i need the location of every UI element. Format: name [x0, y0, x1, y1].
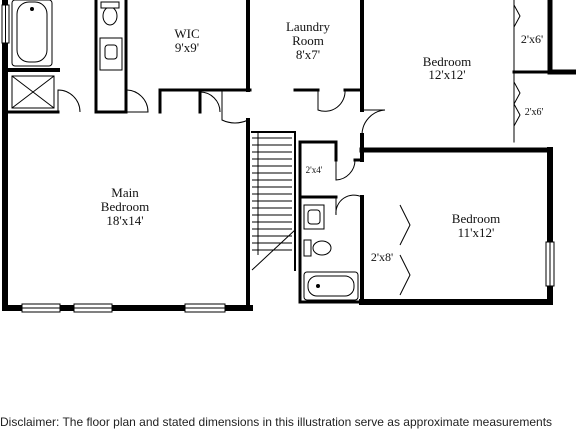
toilet-main: [100, 1, 120, 26]
disclaimer-text: Disclaimer: The floor plan and stated di…: [0, 415, 553, 429]
walls: [2, 0, 576, 311]
closet-ne-a-size: 2'x6': [521, 32, 543, 46]
stairs: [251, 132, 296, 271]
closet-ne-b-size: 2'x6': [525, 107, 544, 118]
laundry-size: 8'x7': [296, 47, 320, 62]
toilet-hall: [303, 239, 332, 257]
laundry-name-line1: Laundry: [286, 19, 331, 34]
hall-closet-size: 2'x4': [306, 165, 323, 175]
main-bedroom-size: 18'x14': [106, 213, 143, 228]
wic-name: WIC: [174, 26, 199, 41]
shower-main: [11, 75, 55, 109]
bedroom-se-size: 11'x12': [458, 225, 495, 240]
main-bedroom-name-line1: Main: [111, 185, 139, 200]
windows: [1, 4, 555, 313]
bathtub-main: [11, 0, 53, 67]
bathtub-hall: [303, 271, 359, 301]
se-closet-size: 2'x8': [371, 250, 393, 264]
main-bedroom-name-line2: Bedroom: [101, 199, 149, 214]
bedroom-se-name: Bedroom: [452, 211, 500, 226]
floor-plan: WIC 9'x9' Laundry Room 8'x7' Bedroom 12'…: [1, 0, 576, 313]
doors: [57, 4, 521, 296]
bedroom-ne-size: 12'x12': [428, 67, 465, 82]
wic-size: 9'x9': [175, 40, 199, 55]
bedroom-ne-name: Bedroom: [423, 54, 471, 69]
vanity-main: [99, 37, 123, 71]
laundry-name-line2: Room: [292, 33, 324, 48]
sink-hall: [303, 204, 325, 230]
